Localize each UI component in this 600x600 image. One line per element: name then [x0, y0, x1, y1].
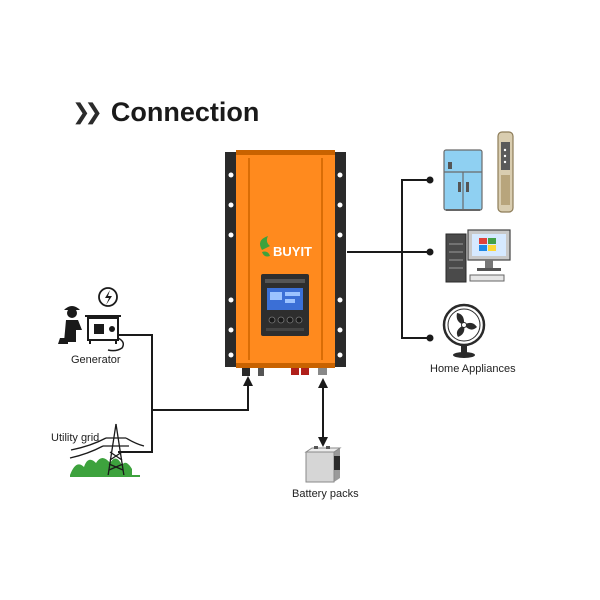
battery-down-arrow	[318, 437, 328, 447]
brand-logo: BUYIT	[260, 236, 312, 259]
battery-icon	[304, 446, 342, 483]
generator-link-line	[115, 334, 153, 453]
refrigerator-icon	[443, 131, 514, 213]
dot-fridge	[426, 176, 434, 184]
home-appliances-label: Home Appliances	[430, 363, 516, 375]
terminals	[242, 368, 327, 376]
connection-lines	[115, 179, 430, 453]
right-bracket	[334, 152, 346, 367]
dot-fan	[426, 334, 434, 342]
inverter-unit: BUYIT	[225, 150, 346, 376]
junction-dots	[426, 176, 434, 342]
appliance-bus-line	[401, 179, 430, 339]
dot-computer	[426, 248, 434, 256]
left-bracket	[225, 152, 237, 367]
brand-name: BUYIT	[273, 244, 312, 259]
fan-icon	[442, 303, 486, 358]
battery-up-arrow	[318, 378, 328, 388]
title-text: Connection	[110, 97, 260, 127]
panel-button-3	[286, 316, 294, 324]
page-title: ❯❯ Connection	[72, 97, 259, 128]
desktop-computer-icon	[445, 229, 511, 283]
utility-grid-label: Utility grid	[51, 432, 100, 444]
generator-icon	[58, 287, 125, 352]
ac-input-arrow	[243, 376, 253, 386]
arrowheads	[243, 376, 328, 447]
generator-label: Generator	[71, 354, 121, 366]
panel-button-1	[268, 316, 276, 324]
power-tower-icon	[69, 423, 145, 477]
ac-input-line	[152, 383, 249, 411]
battery-packs-label: Battery packs	[292, 488, 359, 500]
panel-button-4	[295, 316, 303, 324]
panel-button-2	[277, 316, 285, 324]
